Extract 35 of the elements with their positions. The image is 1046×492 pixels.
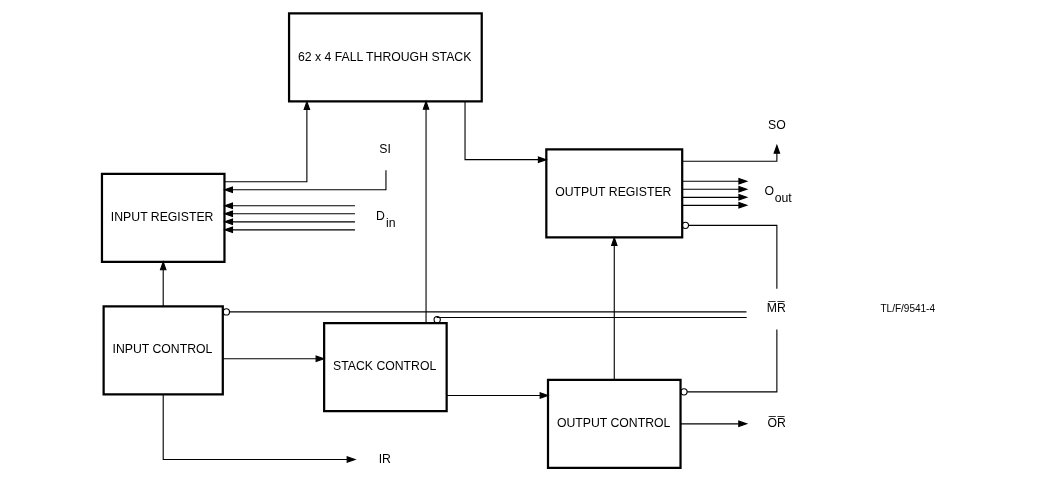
node-box: OUTPUT CONTROL: [546, 378, 682, 469]
arrow: [222, 209, 356, 217]
node-text: O̅R̅: [766, 415, 786, 430]
arrow: [681, 193, 748, 201]
arrow: [679, 419, 748, 427]
arrow: [681, 185, 748, 193]
arrow: [159, 259, 167, 306]
arrow: [222, 354, 326, 362]
arrow: [463, 100, 548, 163]
arrow: [222, 201, 356, 209]
arrow: [445, 391, 550, 399]
arrow: [162, 393, 357, 463]
node-text: SO: [767, 117, 786, 131]
arrow: [223, 99, 310, 182]
arrow: [222, 225, 356, 233]
arrow: [681, 143, 780, 162]
connector: [679, 328, 777, 395]
arrow: [610, 235, 618, 380]
arrow: [222, 169, 386, 193]
connector: [222, 307, 747, 316]
node-box: INPUT REGISTER: [100, 172, 226, 263]
arrow: [422, 99, 430, 323]
node-box: INPUT CONTROL: [102, 304, 224, 395]
arrow: [681, 201, 748, 209]
node-text: SI: [378, 141, 391, 156]
connector: [433, 315, 747, 323]
arrow: [681, 177, 748, 185]
node-text: M̅R̅: [766, 300, 786, 315]
label: TL/F/9541-4: [879, 302, 935, 314]
node-box: STACK CONTROL: [322, 321, 448, 412]
node-text: IR: [378, 451, 391, 466]
connector: [681, 221, 777, 289]
node-box: OUTPUT REGISTER: [544, 147, 683, 238]
node-box: 62 x 4 FALL THROUGH STACK: [287, 11, 483, 103]
arrow: [222, 217, 356, 225]
